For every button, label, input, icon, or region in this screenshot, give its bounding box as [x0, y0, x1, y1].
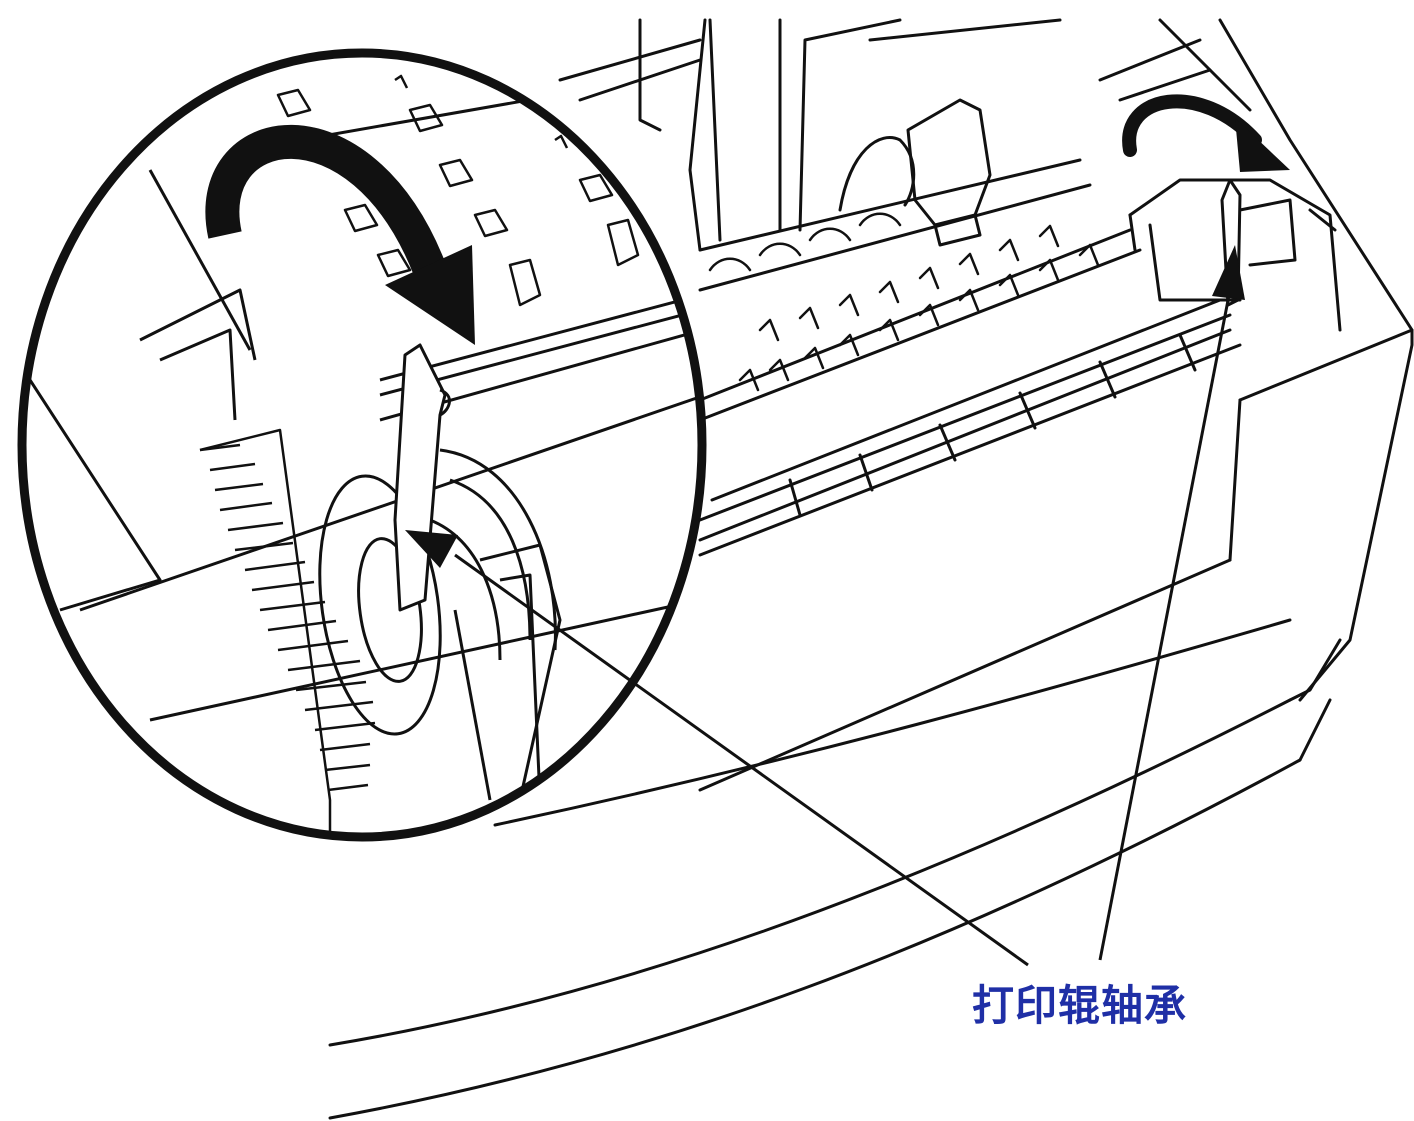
magnifier-circle: [17, 48, 707, 842]
callout-leaders: [405, 245, 1245, 967]
callout-label: 打印辊轴承: [972, 981, 1188, 1030]
printer-body: [328, 18, 1414, 1120]
curved-arrow-icon: [1122, 94, 1290, 172]
curved-arrow-icon: [205, 124, 475, 345]
